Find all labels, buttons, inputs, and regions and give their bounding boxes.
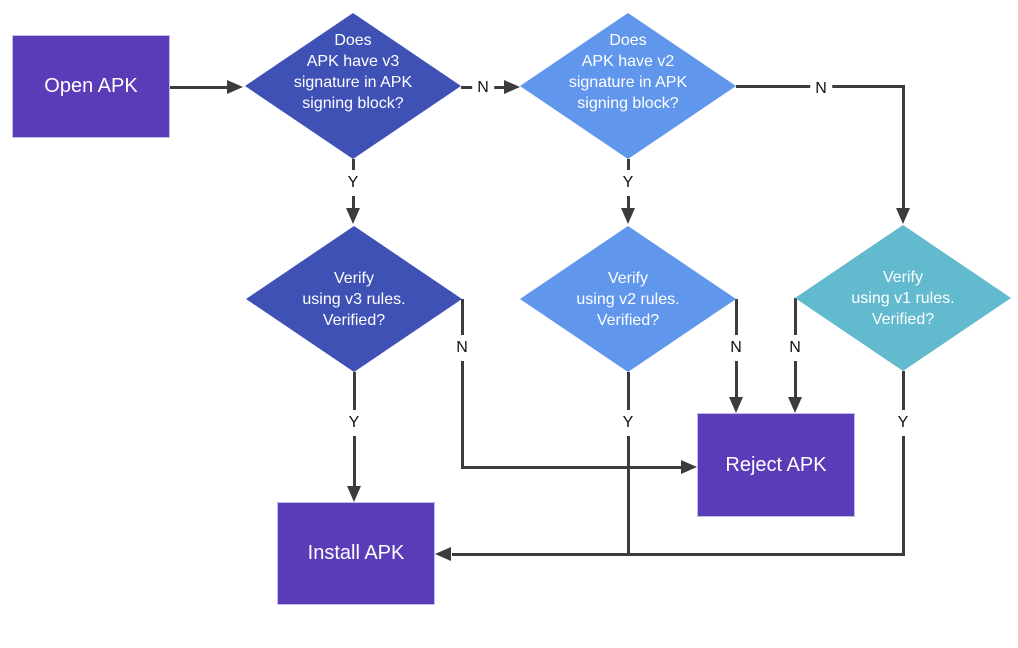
node-install-apk-label: Install APK	[307, 542, 405, 564]
node-reject-apk: Reject APK	[697, 413, 855, 517]
edge-label-verifyv3-yes: Y	[343, 410, 365, 436]
node-verify-v3-text: Verify using v3 rules. Verified?	[302, 269, 406, 329]
node-open-apk: Open APK	[12, 35, 170, 138]
node-verify-v2: Verify using v2 rules. Verified?	[520, 226, 736, 372]
arrowhead-down-icon	[621, 208, 635, 224]
edge-label-verifyv2-yes: Y	[617, 410, 639, 436]
edge-label-verifyv2-no: N	[725, 335, 747, 361]
node-open-apk-label: Open APK	[44, 75, 138, 97]
edge-label-verifyv1-no: N	[784, 335, 806, 361]
node-reject-apk-label: Reject APK	[725, 453, 827, 476]
edge-label-qv2-no: N	[810, 76, 832, 102]
node-install-apk: Install APK	[277, 502, 435, 605]
node-verify-v1: Verify using v1 rules. Verified?	[795, 225, 1011, 371]
connector-yes-rail-to-install	[452, 552, 905, 556]
edge-label-verifyv1-yes: Y	[892, 410, 914, 436]
connector-verifyv2-yes-vertical	[626, 372, 630, 556]
arrowhead-right-icon	[504, 80, 520, 94]
node-question-v2-text: Does APK have v2 signature in APK signin…	[568, 32, 688, 112]
connector-qv2-no-vertical	[901, 84, 905, 210]
edge-label-verifyv3-no: N	[451, 335, 473, 361]
node-verify-v3: Verify using v3 rules. Verified?	[246, 226, 462, 372]
connector-open-to-qv3	[170, 85, 228, 89]
node-verify-v1-text: Verify using v1 rules. Verified?	[851, 268, 955, 328]
connector-verifyv3-no-vertical	[460, 299, 464, 469]
connector-verifyv1-yes-vertical	[901, 371, 905, 556]
arrowhead-down-icon	[896, 208, 910, 224]
node-question-v3-text: Does APK have v3 signature in APK signin…	[293, 32, 413, 112]
arrowhead-right-icon	[681, 460, 697, 474]
connector-verifyv3-no-horizontal	[460, 465, 682, 469]
edge-label-qv2-yes: Y	[617, 170, 639, 196]
node-verify-v2-text: Verify using v2 rules. Verified?	[576, 269, 680, 329]
node-question-v2-signature: Does APK have v2 signature in APK signin…	[520, 13, 736, 159]
arrowhead-down-icon	[729, 397, 743, 413]
arrowhead-down-icon	[347, 486, 361, 502]
arrowhead-down-icon	[346, 208, 360, 224]
edge-label-qv3-no: N	[472, 75, 494, 101]
edge-label-qv3-yes: Y	[342, 170, 364, 196]
arrowhead-down-icon	[788, 397, 802, 413]
arrowhead-left-icon	[435, 547, 451, 561]
node-question-v3-signature: Does APK have v3 signature in APK signin…	[245, 13, 461, 159]
arrowhead-right-icon	[227, 80, 243, 94]
